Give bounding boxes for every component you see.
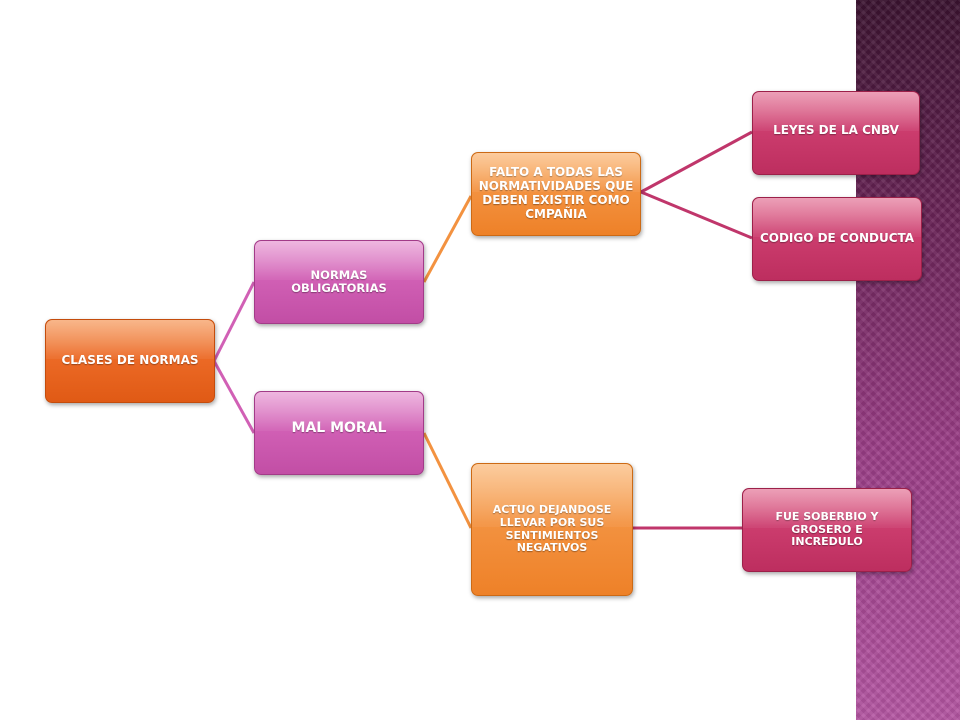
node-label: CLASES DE NORMAS xyxy=(61,353,199,368)
node-clases-de-normas: CLASES DE NORMAS xyxy=(45,319,215,403)
node-mal-moral: MAL MORAL xyxy=(254,391,424,475)
node-label: FALTO A TODAS LAS NORMATIVIDADES QUE DEB… xyxy=(478,165,634,221)
node-codigo-conducta: CODIGO DE CONDUCTA xyxy=(752,197,922,281)
node-fue-soberbio: FUE SOBERBIO Y GROSERO E INCREDULO xyxy=(742,488,912,572)
node-label: ACTUO DEJANDOSE LLEVAR POR SUS SENTIMIEN… xyxy=(492,503,612,555)
link-root-mal xyxy=(212,360,256,434)
link-mal-actuo xyxy=(422,432,473,529)
link-falto-codigo xyxy=(640,190,753,240)
node-label: FUE SOBERBIO Y GROSERO E INCREDULO xyxy=(775,510,879,549)
node-normas-obligatorias: NORMAS OBLIGATORIAS xyxy=(254,240,424,324)
link-normas-falto xyxy=(422,195,473,283)
node-label: CODIGO DE CONDUCTA xyxy=(759,231,915,246)
link-falto-leyes xyxy=(640,130,753,194)
node-label: MAL MORAL xyxy=(291,420,387,436)
node-falto-normatividades: FALTO A TODAS LAS NORMATIVIDADES QUE DEB… xyxy=(471,152,641,236)
node-label: NORMAS OBLIGATORIAS xyxy=(291,267,387,295)
node-leyes-cnbv: LEYES DE LA CNBV xyxy=(752,91,920,175)
link-root-normas xyxy=(212,281,256,362)
node-actuo-dejandose: ACTUO DEJANDOSE LLEVAR POR SUS SENTIMIEN… xyxy=(471,463,633,596)
node-label: LEYES DE LA CNBV xyxy=(773,123,899,137)
